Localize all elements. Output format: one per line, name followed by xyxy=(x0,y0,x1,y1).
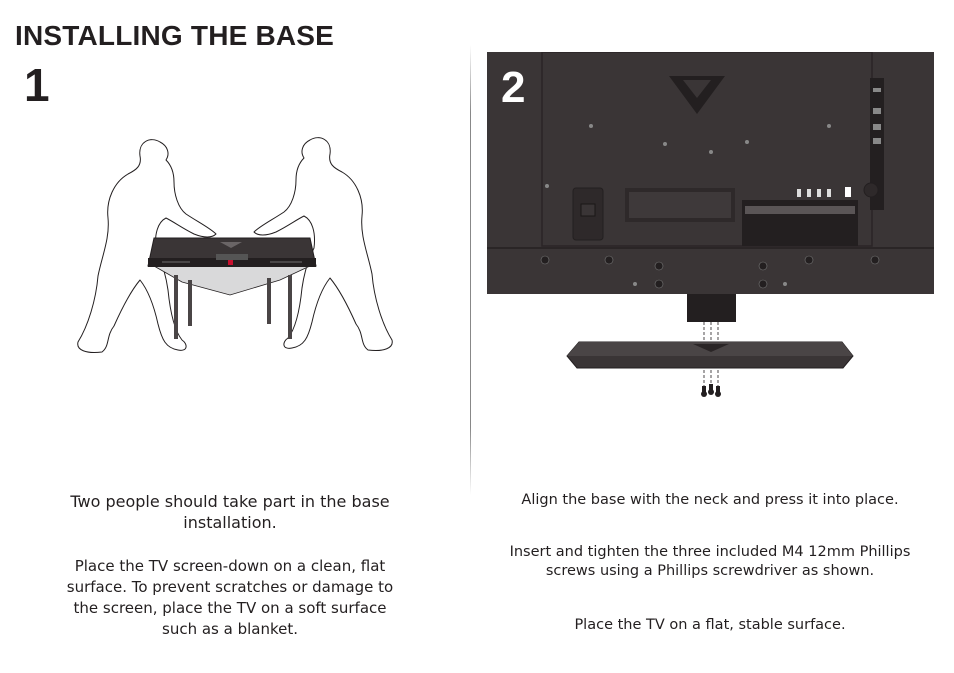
table-leg xyxy=(267,278,271,324)
two-people-outline-icon xyxy=(77,137,393,353)
vizio-v-logo-icon xyxy=(220,242,242,248)
step-1-number: 1 xyxy=(24,59,50,111)
step-2-illustration: 2 xyxy=(487,52,934,397)
column-divider xyxy=(470,45,471,495)
step-1-caption-lead: Two people should take part in the base … xyxy=(70,492,390,532)
step-2-caption-screws: Insert and tighten the three included M4… xyxy=(509,544,911,579)
table-leg xyxy=(188,280,192,326)
tv-port-panel xyxy=(216,254,248,260)
mount-holes xyxy=(540,255,880,289)
step-2-number: 2 xyxy=(501,63,525,112)
screw-icon xyxy=(701,384,721,397)
tv-red-button-icon xyxy=(228,260,233,265)
stand-neck xyxy=(687,294,736,322)
step-1-caption-body: Place the TV screen-down on a clean, fla… xyxy=(66,557,394,638)
page-title: INSTALLING THE BASE xyxy=(15,20,335,51)
step-1-illustration xyxy=(77,137,393,353)
step-2-caption-align: Align the base with the neck and press i… xyxy=(521,492,899,508)
table-leg xyxy=(288,275,292,339)
step-2-caption-surface: Place the TV on a flat, stable surface. xyxy=(574,617,846,633)
table-leg xyxy=(174,275,178,339)
